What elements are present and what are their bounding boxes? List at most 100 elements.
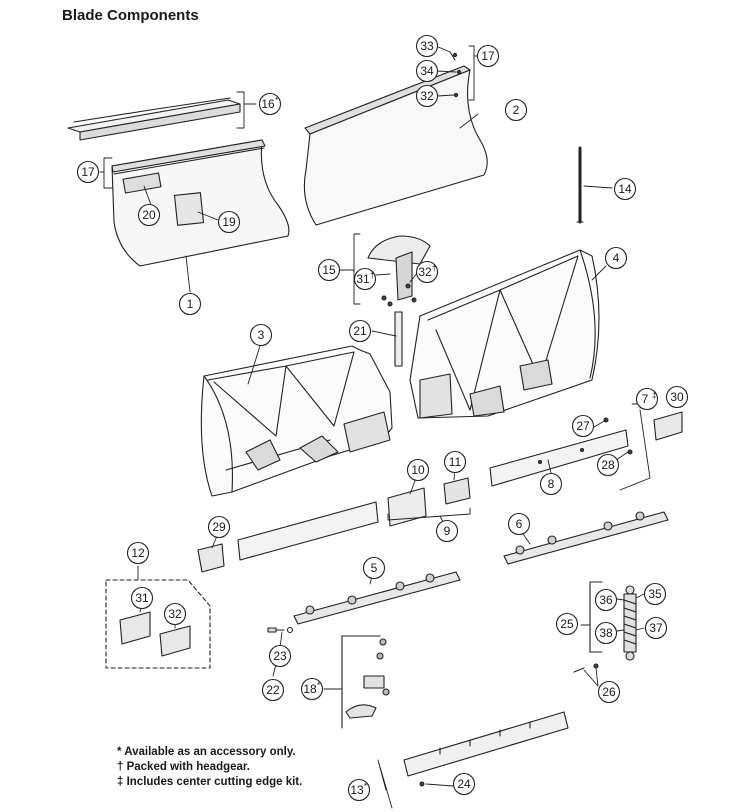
callout-number: 14 [618,182,632,196]
callout-circle [261,678,285,702]
callout-circle [504,98,528,122]
footnotes: * Available as an accessory only. † Pack… [117,745,302,790]
callout-number: 28 [601,458,615,472]
callout-number: 22 [266,683,280,697]
callout-c4: 4 [604,246,628,270]
callout-c38: 38 [594,621,618,645]
part-22-23-hardware [267,626,294,634]
callout-c13: 13* [347,778,371,802]
part-26-bolts [573,663,599,673]
callout-c8: 8 [539,472,563,496]
callout-c10: 10 [406,458,430,482]
callout-superscript: * [364,782,367,791]
callout-circle [353,267,377,291]
callout-circle [507,512,531,536]
callout-circle [348,319,372,343]
callout-c17b: 17 [476,44,500,68]
callout-circle [217,210,241,234]
callout-circle [415,34,439,58]
part-10-bracket [387,487,427,527]
callout-number: 21 [353,324,367,338]
callout-c23: 23 [268,644,292,668]
callout-circle [258,92,282,116]
callout-number: 27 [576,419,590,433]
callout-circle [362,556,386,580]
callout-circle [597,680,621,704]
part-15-bracket [367,235,431,307]
callout-number: 1 [187,297,194,311]
callout-number: 32 [418,265,432,279]
callout-number: 7 [642,392,649,406]
callout-circle [415,260,439,284]
callout-number: 31 [135,591,149,605]
callout-circle [594,621,618,645]
callout-c2: 2 [504,98,528,122]
callout-circle [644,616,668,640]
footnote-center-edge: ‡ Includes center cutting edge kit. [117,776,303,788]
page-title: Blade Components [62,7,199,24]
callout-number: 4 [613,251,620,265]
part-1-moldboard [111,139,290,267]
callout-number: 34 [420,64,434,78]
part-2-panel [303,65,488,226]
callout-circle [594,588,618,612]
callout-circle [613,177,637,201]
callout-superscript: ‡ [652,391,656,400]
callout-number: 12 [131,546,145,560]
callout-number: 24 [457,777,471,791]
callout-circle [665,385,689,409]
part-6-stops [503,511,669,565]
callout-number: 26 [602,685,616,699]
callout-circle [635,387,659,411]
callout-number: 20 [142,208,156,222]
callout-c1: 1 [178,292,202,316]
callout-c7: 7‡ [635,387,659,411]
callout-number: 11 [449,455,462,469]
footnote-headgear: † Packed with headgear. [117,761,250,773]
callout-number: 25 [560,617,574,631]
callout-c35: 35 [643,582,667,606]
callout-c29: 29 [207,515,231,539]
callout-c20: 20 [137,203,161,227]
callout-c33: 33 [415,34,439,58]
part-21-pin [394,311,403,367]
part-3-left-frame [200,345,393,497]
part-8-cutting-edge [489,429,629,487]
part-5-stops [293,571,461,625]
callout-number: 35 [648,587,662,601]
callout-c15: 15 [317,258,341,282]
callout-number: 36 [599,593,613,607]
callout-c26: 26 [597,680,621,704]
part-14-rod [576,146,584,224]
callout-superscript: † [432,264,436,273]
callout-c5: 5 [362,556,386,580]
part-16-strip [67,97,241,141]
callout-c14: 14 [613,177,637,201]
callout-circle [76,160,100,184]
callout-number: 8 [548,477,555,491]
part-12-kit-outline [105,579,211,669]
callout-c24: 24 [452,772,476,796]
part-13-edge [403,711,569,787]
callout-superscript: * [317,681,320,690]
callout-c36: 36 [594,588,618,612]
callout-circle [415,84,439,108]
callout-c25: 25 [555,612,579,636]
callout-layer: 1234567‡8910111213*141516*171718*1920212… [76,34,689,802]
callout-circle [452,772,476,796]
callout-c30: 30 [665,385,689,409]
callout-c3: 3 [249,323,273,347]
callout-circle [435,519,459,543]
callout-circle [317,258,341,282]
callout-number: 17 [481,49,495,63]
callout-circle [207,515,231,539]
callout-c34: 34 [415,59,439,83]
callout-c6: 6 [507,512,531,536]
part-30-shoe [653,411,683,441]
callout-number: 18 [303,682,317,696]
callout-c31b: 31 [130,586,154,610]
callout-circle [130,586,154,610]
callout-number: 32 [168,607,182,621]
callout-number: 10 [411,463,425,477]
